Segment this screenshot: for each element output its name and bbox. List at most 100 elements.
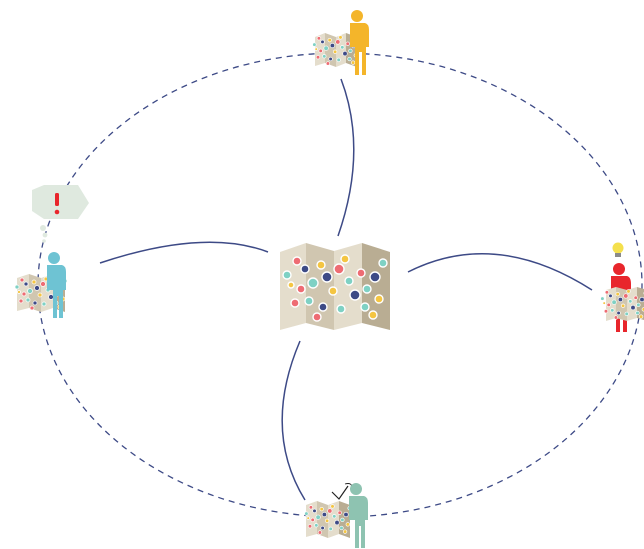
map-pin bbox=[336, 304, 346, 314]
map-pin bbox=[300, 264, 310, 274]
person-icon bbox=[349, 483, 368, 548]
map-pin bbox=[342, 51, 348, 57]
map-pin bbox=[340, 45, 345, 50]
map-pin bbox=[336, 57, 341, 63]
map-pin bbox=[321, 271, 333, 283]
map-pin bbox=[623, 293, 629, 299]
map-pin bbox=[628, 299, 633, 304]
map-pin bbox=[330, 504, 335, 509]
map-pin bbox=[347, 56, 352, 62]
map-pin bbox=[314, 523, 319, 528]
map-pin bbox=[362, 284, 372, 294]
map-icon bbox=[312, 33, 360, 67]
map-pin bbox=[638, 314, 644, 319]
map-pin bbox=[338, 35, 343, 40]
map-pin bbox=[327, 508, 333, 514]
map-pin bbox=[345, 522, 350, 527]
map-icon bbox=[600, 287, 644, 321]
map-pin bbox=[312, 42, 317, 47]
map-pin bbox=[310, 517, 315, 523]
map-pin bbox=[27, 288, 33, 294]
map-pin bbox=[19, 277, 25, 283]
map-pin bbox=[14, 284, 20, 290]
map-pin bbox=[318, 302, 328, 312]
connector-center-bottom bbox=[281, 340, 306, 501]
map-pin bbox=[329, 42, 335, 49]
map-pin bbox=[345, 41, 350, 46]
map-pin bbox=[333, 263, 345, 275]
map-pin bbox=[620, 303, 626, 308]
node-right bbox=[600, 242, 644, 332]
node-top bbox=[312, 10, 369, 75]
map-pin bbox=[314, 47, 318, 51]
map-pin bbox=[633, 295, 638, 300]
map-pin bbox=[48, 294, 54, 300]
map-pin bbox=[325, 61, 331, 66]
map-pin bbox=[334, 520, 340, 526]
map-pin bbox=[349, 289, 361, 301]
person-icon bbox=[350, 10, 369, 75]
map-pin bbox=[320, 525, 325, 531]
map-pin bbox=[600, 296, 605, 301]
map-pin bbox=[602, 301, 606, 305]
map-pin bbox=[40, 281, 46, 287]
map-pin bbox=[356, 268, 366, 278]
map-pin bbox=[617, 296, 623, 303]
map-pin bbox=[41, 301, 47, 307]
map-pin bbox=[292, 256, 302, 266]
connector-center-left bbox=[99, 241, 269, 264]
map-pin bbox=[307, 524, 313, 529]
map-pin bbox=[639, 296, 644, 303]
map-pin bbox=[340, 517, 345, 523]
lightbulb-icon bbox=[612, 242, 624, 257]
map-pin bbox=[322, 54, 327, 59]
map-pin bbox=[25, 297, 31, 303]
exclamation-bubble bbox=[32, 185, 89, 243]
map-pin bbox=[344, 276, 354, 286]
map-pin bbox=[328, 56, 333, 62]
map-pin bbox=[611, 299, 617, 305]
map-pin bbox=[350, 60, 356, 65]
map-pin bbox=[317, 530, 323, 535]
map-pin bbox=[604, 290, 610, 295]
map-pin bbox=[312, 312, 322, 322]
person-icon bbox=[47, 252, 66, 318]
map-pin bbox=[374, 294, 384, 304]
map-pin bbox=[282, 270, 292, 280]
map-pin bbox=[315, 55, 321, 60]
map-pin bbox=[23, 281, 29, 287]
map-pin bbox=[17, 290, 21, 294]
map-pin bbox=[613, 315, 619, 320]
map-pin bbox=[287, 281, 295, 289]
map-pin bbox=[34, 285, 40, 291]
map-pin bbox=[368, 310, 378, 320]
map-pin bbox=[324, 518, 330, 523]
map-pin bbox=[29, 305, 35, 311]
map-pin bbox=[328, 286, 338, 296]
map-pin bbox=[296, 284, 306, 294]
map-pin bbox=[610, 308, 615, 313]
map-pin bbox=[320, 39, 325, 45]
map-pin bbox=[37, 292, 43, 298]
map-pin bbox=[21, 291, 27, 297]
map-pin bbox=[616, 310, 621, 316]
map-pin bbox=[340, 254, 350, 264]
map-pin bbox=[343, 511, 349, 518]
connector-center-right bbox=[407, 253, 593, 291]
center-map bbox=[280, 243, 390, 330]
map-pin bbox=[635, 310, 640, 316]
map-pin bbox=[335, 39, 341, 45]
map-pin bbox=[323, 45, 329, 51]
map-pin bbox=[332, 49, 338, 54]
map-pin bbox=[18, 298, 24, 304]
connector-center-top bbox=[337, 78, 355, 237]
node-bottom bbox=[304, 483, 368, 548]
map-pin bbox=[327, 37, 332, 43]
map-pin bbox=[608, 293, 613, 299]
map-pin bbox=[332, 514, 337, 519]
map-pin bbox=[328, 526, 333, 532]
map-pin bbox=[348, 48, 353, 54]
map-pin bbox=[615, 291, 620, 297]
map-pin bbox=[626, 289, 631, 294]
